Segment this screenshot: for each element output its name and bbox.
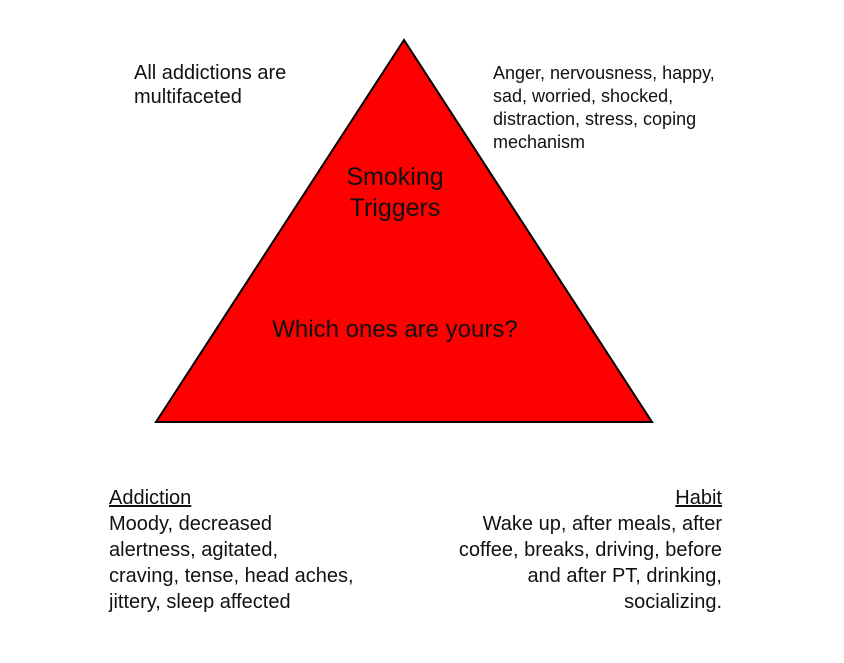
addiction-line: craving, tense, head aches, [109, 565, 354, 587]
emotional-triggers-line: Anger, nervousness, happy, [493, 63, 715, 83]
trigger-triangle [154, 38, 654, 423]
smoking-triggers-title-line: Triggers [349, 194, 441, 222]
which-ones-question: Which ones are yours? [272, 316, 518, 343]
addiction-line: Moody, decreased [109, 513, 273, 535]
emotional-triggers-line: mechanism [493, 131, 586, 152]
multifaceted-note-line: All addictions are [134, 62, 287, 84]
emotional-triggers: Anger, nervousness, happy, sad, worried,… [493, 62, 753, 153]
addiction-line: jittery, sleep affected [109, 591, 291, 613]
addiction-heading: Addiction [109, 487, 192, 509]
emotional-triggers-line: sad, worried, shocked, [493, 85, 674, 106]
smoking-triggers-title: Smoking Triggers [300, 162, 490, 224]
habit-line: and after PT, drinking, [527, 565, 722, 587]
emotional-triggers-line: distraction, stress, coping [493, 108, 697, 129]
habit-heading: Habit [675, 487, 722, 509]
habit-line: Wake up, after meals, after [482, 513, 722, 535]
habit-section: Habit Wake up, after meals, after coffee… [410, 485, 722, 615]
habit-line: coffee, breaks, driving, before [458, 539, 722, 561]
habit-line: socializing. [624, 591, 722, 613]
multifaceted-note-line: multifaceted [134, 86, 242, 109]
addiction-section: Addiction Moody, decreased alertness, ag… [109, 485, 399, 615]
multifaceted-note: All addictions are multifaceted [134, 61, 374, 110]
smoking-triggers-title-line: Smoking [346, 163, 444, 191]
addiction-line: alertness, agitated, [109, 539, 278, 561]
